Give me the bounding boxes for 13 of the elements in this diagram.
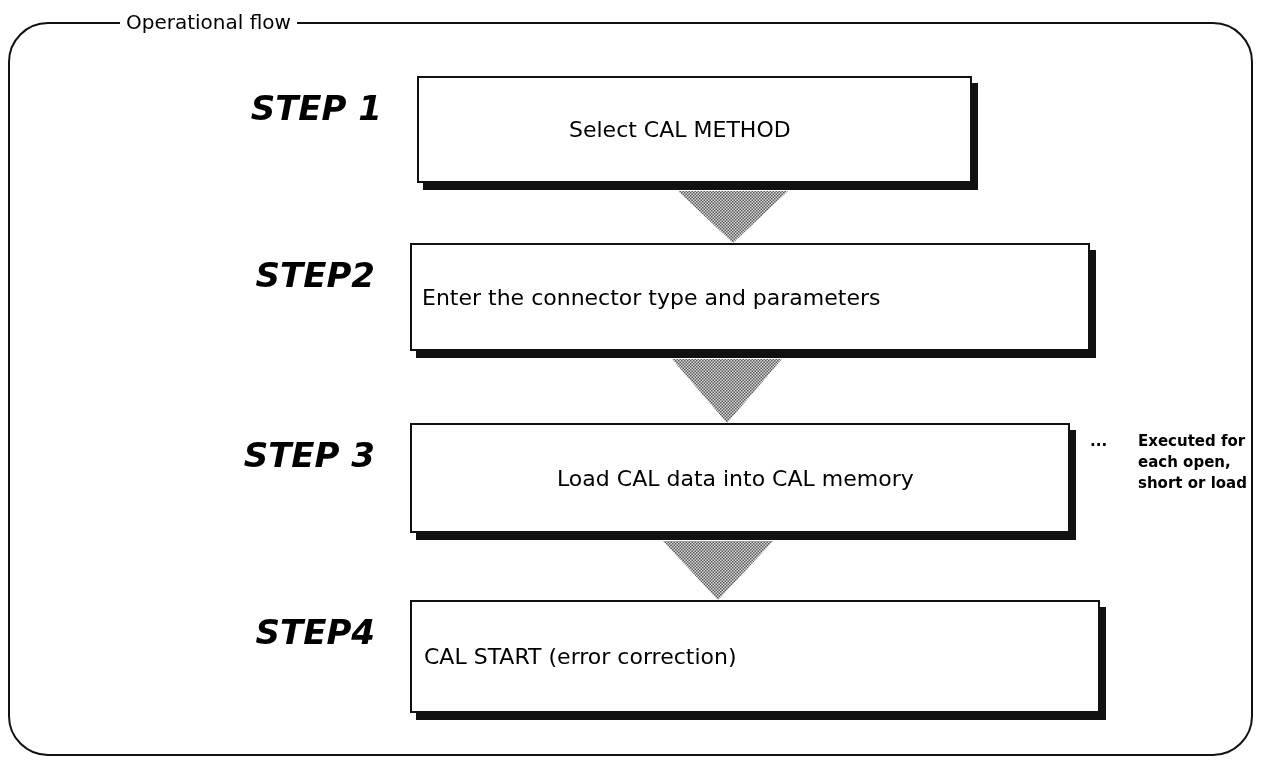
down-arrow <box>678 191 788 243</box>
side-note: Executed for each open, short or load <box>1138 431 1248 494</box>
step-label: STEP2 <box>254 255 375 295</box>
down-arrow <box>672 359 782 423</box>
step-label: STEP 3 <box>242 435 375 475</box>
step-label: STEP 1 <box>249 88 382 128</box>
ellipsis: ... <box>1090 431 1108 452</box>
step-text: Load CAL data into CAL memory <box>557 465 914 491</box>
down-arrow <box>663 541 773 600</box>
step-text: CAL START (error correction) <box>424 644 737 669</box>
step-label: STEP4 <box>254 612 375 652</box>
step-text: Enter the connector type and parameters <box>422 284 881 310</box>
step-text: Select CAL METHOD <box>569 117 791 142</box>
